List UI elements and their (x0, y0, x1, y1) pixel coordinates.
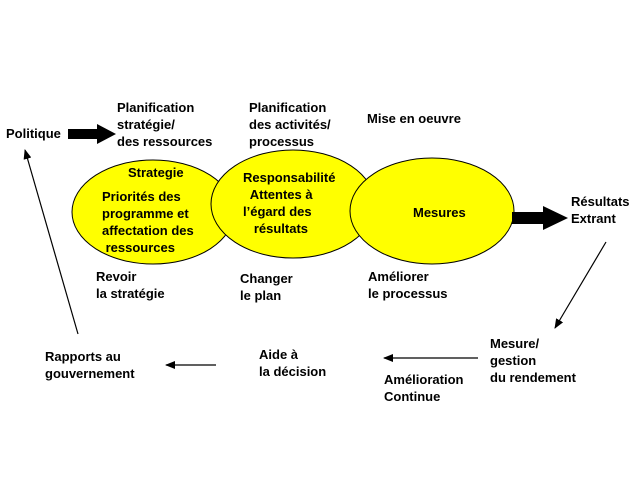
mesure-gestion-label: Mesure/ gestion du rendement (490, 336, 576, 385)
arrow-to-mesure-gestion (554, 241, 607, 329)
strategie-title: Strategie (128, 165, 184, 180)
resultats-extrant-label: Résultats Extrant (571, 194, 630, 226)
arrow-to-politique (23, 149, 79, 335)
planification-strategie-label: Planification stratégie/ des ressources (117, 100, 213, 149)
responsabilite-label: Responsabilité Attentes à l’égard des ré… (243, 170, 336, 236)
politique-block-arrow (68, 124, 116, 144)
ameliorer-processus-label: Améliorer le processus (368, 269, 448, 301)
rapports-gouvernement-label: Rapports au gouvernement (45, 349, 135, 381)
changer-plan-label: Changer le plan (240, 271, 293, 303)
politique-label: Politique (6, 126, 61, 141)
measures-ellipse (349, 157, 515, 265)
mesures-label: Mesures (413, 205, 466, 220)
aide-decision-label: Aide à la décision (259, 347, 327, 379)
amelioration-continue-label: Amélioration Continue (384, 372, 464, 404)
revoir-strategie-label: Revoir la stratégie (96, 269, 165, 301)
strategie-body: Priorités des programme et affectation d… (102, 189, 194, 255)
mise-en-oeuvre-label: Mise en oeuvre (367, 111, 461, 126)
results-block-arrow (512, 206, 568, 230)
planification-activites-label: Planification des activités/ processus (249, 100, 331, 149)
